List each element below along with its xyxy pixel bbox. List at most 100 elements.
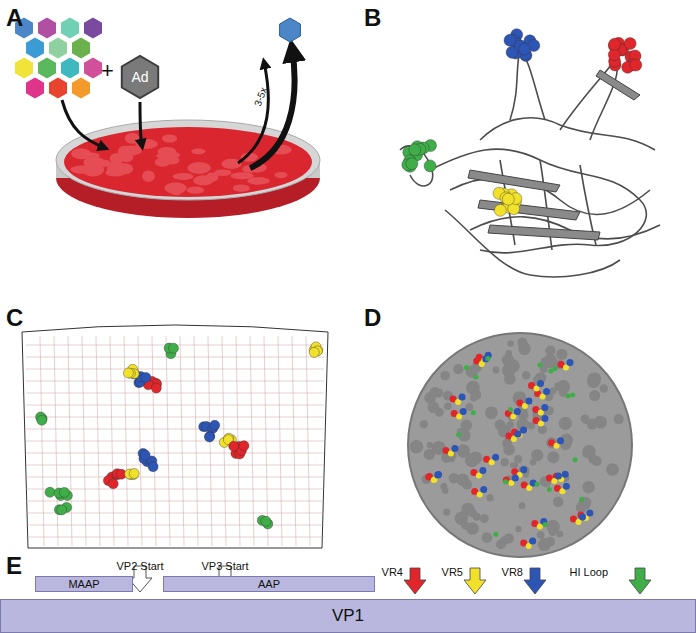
surface-bump bbox=[443, 508, 450, 515]
hi-loop-spot bbox=[456, 432, 461, 437]
cell bbox=[171, 187, 183, 195]
residue-sphere bbox=[45, 487, 55, 497]
region-label: VR4 bbox=[382, 566, 403, 578]
surface-bump bbox=[592, 456, 602, 466]
cell bbox=[188, 162, 211, 174]
vr8-spot bbox=[555, 473, 562, 480]
vr8-spot bbox=[520, 427, 527, 434]
surface-bump bbox=[468, 508, 477, 517]
surface-bump bbox=[537, 531, 545, 539]
surface-bump bbox=[545, 346, 555, 356]
surface-bump bbox=[470, 394, 478, 402]
surface-bump bbox=[576, 502, 587, 513]
residue-sphere bbox=[239, 441, 249, 451]
vr8-spot bbox=[563, 483, 570, 490]
region-label: VR8 bbox=[502, 566, 523, 578]
vr8-spot bbox=[525, 397, 532, 404]
vr8-spot bbox=[520, 466, 527, 473]
cycle-count: 3-5x bbox=[252, 86, 269, 108]
surface-bump bbox=[589, 390, 600, 401]
surface-bump bbox=[582, 417, 589, 424]
capsid-hexagon bbox=[15, 57, 34, 79]
region-label: VR5 bbox=[442, 566, 463, 578]
surface-bump bbox=[428, 402, 440, 414]
surface-bump bbox=[480, 514, 489, 523]
vr8-spot bbox=[541, 404, 548, 411]
hi-loop-spot bbox=[579, 497, 584, 502]
hi-loop-spot bbox=[485, 356, 490, 361]
grid-line bbox=[26, 501, 324, 502]
grid-line bbox=[26, 489, 324, 490]
surface-bump bbox=[501, 458, 509, 466]
residue-sphere bbox=[409, 144, 421, 156]
capsid-hexagon bbox=[84, 57, 103, 79]
grid-line bbox=[26, 369, 324, 370]
surface-bump bbox=[486, 494, 493, 501]
vr8-spot bbox=[512, 474, 519, 481]
hi-loop-spot bbox=[543, 522, 548, 527]
grid-line bbox=[26, 429, 324, 430]
cell bbox=[83, 157, 104, 168]
surface-bump bbox=[522, 371, 530, 379]
capsid-hexagon bbox=[49, 37, 68, 59]
capsid-hexagon bbox=[72, 37, 91, 59]
cell bbox=[115, 163, 133, 174]
surface-bump bbox=[485, 406, 498, 419]
capsid-hexagon bbox=[38, 57, 57, 79]
cell bbox=[192, 164, 205, 170]
hi-loop-spot bbox=[547, 487, 552, 492]
panel-letter: B bbox=[364, 4, 381, 32]
surface-bump bbox=[506, 421, 514, 429]
node-text: MAAP bbox=[68, 578, 99, 590]
cell bbox=[71, 148, 91, 159]
vr8-spot bbox=[557, 437, 564, 444]
residue-sphere bbox=[261, 516, 271, 526]
panel-letter: E bbox=[6, 552, 22, 580]
residue-sphere bbox=[205, 431, 215, 441]
surface-bump bbox=[609, 465, 619, 475]
arrow bbox=[62, 100, 105, 148]
surface-bump bbox=[530, 459, 536, 465]
residue-sphere bbox=[151, 383, 161, 393]
surface-bump bbox=[504, 533, 514, 543]
residue-sphere bbox=[406, 158, 418, 170]
grid-line bbox=[26, 537, 324, 538]
capsid-hexagon bbox=[26, 37, 45, 59]
hi-loop-spot bbox=[552, 366, 557, 371]
surface-bump bbox=[410, 440, 424, 454]
hi-loop-spot bbox=[503, 479, 508, 484]
cell bbox=[110, 153, 123, 164]
cell bbox=[155, 158, 170, 167]
surface-bump bbox=[583, 450, 591, 458]
hi-loop-spot bbox=[474, 375, 479, 380]
surface-bump bbox=[493, 367, 500, 374]
cell bbox=[173, 173, 194, 180]
residue-sphere bbox=[519, 43, 531, 55]
surface-bump bbox=[465, 403, 473, 411]
residue-sphere bbox=[123, 368, 133, 378]
hi-loop-spot bbox=[535, 482, 540, 487]
vr8-spot bbox=[514, 431, 521, 438]
capsid-surface bbox=[408, 333, 632, 557]
grid-line bbox=[26, 393, 324, 394]
node-text: VP1 bbox=[332, 606, 364, 626]
residue-sphere bbox=[169, 343, 179, 353]
surface-bump bbox=[549, 528, 557, 536]
residue-sphere bbox=[141, 372, 151, 382]
grid-line bbox=[26, 453, 324, 454]
capsid-hexagon bbox=[38, 17, 57, 39]
node-text: Ad bbox=[131, 69, 148, 85]
surface-bump bbox=[422, 475, 432, 485]
vr8-spot bbox=[562, 471, 569, 478]
residue-sphere bbox=[57, 505, 67, 515]
vr8-spot bbox=[529, 538, 536, 545]
cell bbox=[247, 177, 270, 185]
capsid-hexagon bbox=[61, 17, 80, 39]
capsid-library bbox=[15, 17, 103, 99]
surface-bump bbox=[538, 538, 551, 551]
surface-bump bbox=[554, 382, 562, 390]
capsid-hexagon bbox=[49, 77, 68, 99]
protein-ribbon bbox=[400, 50, 660, 277]
panel-letter: D bbox=[364, 304, 381, 332]
vr8-spot bbox=[542, 415, 549, 422]
